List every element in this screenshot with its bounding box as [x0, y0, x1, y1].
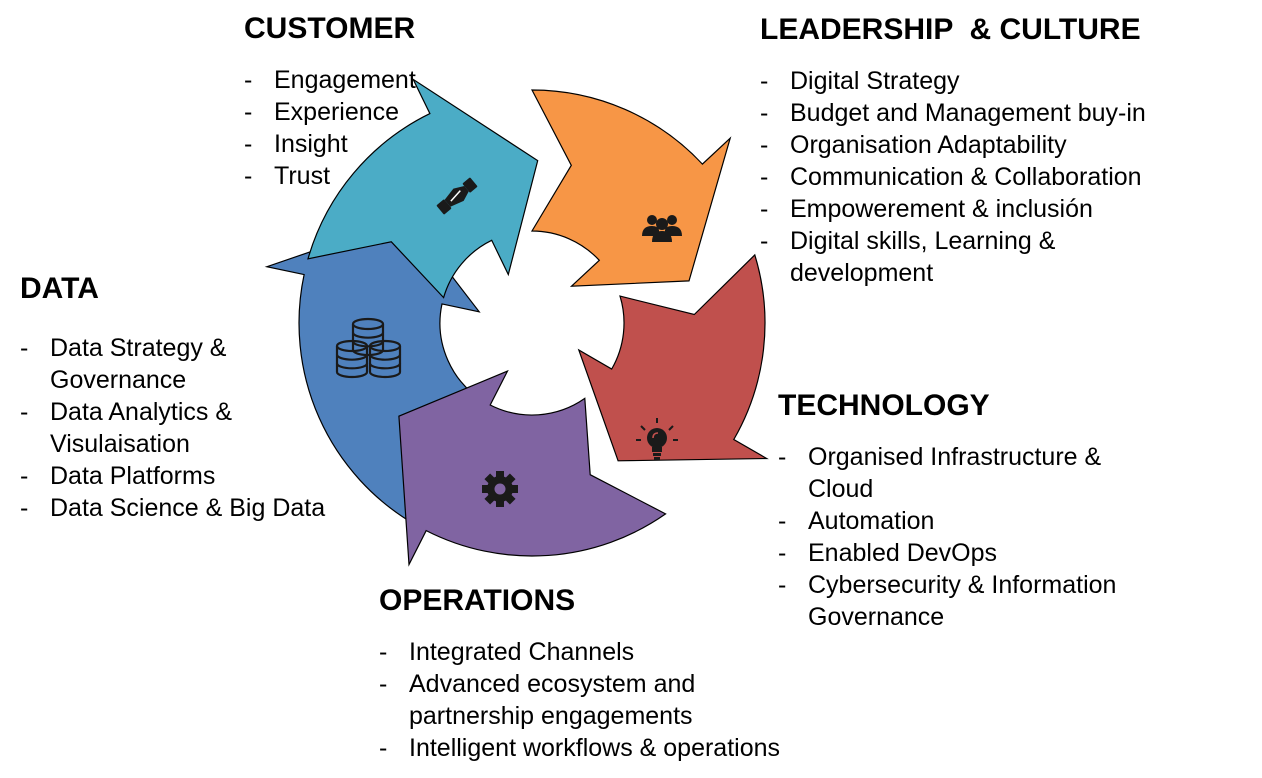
bullet-dash: -	[760, 131, 769, 159]
technology-item-text: Enabled DevOps	[808, 539, 998, 567]
leadership-item: -Digital Strategy	[760, 65, 1146, 97]
bullet-dash: -	[20, 462, 29, 490]
data-list: -Data Strategy &Governance-Data Analytic…	[20, 332, 325, 524]
leadership-list: -Digital Strategy-Budget and Management …	[760, 65, 1146, 289]
bullet-dash: -	[778, 507, 787, 535]
customer-item-text: Engagement	[274, 66, 416, 94]
operations-item: -Integrated Channels	[379, 636, 780, 668]
technology-list: -Organised Infrastructure &Cloud-Automat…	[778, 441, 1116, 633]
customer-arrow	[307, 77, 539, 299]
operations-heading: OPERATIONS	[379, 584, 576, 617]
technology-item: -Automation	[778, 505, 1116, 537]
leadership-section: LEADERSHIP & CULTURE -Digital Strategy-B…	[760, 13, 1146, 289]
bullet-dash: -	[760, 99, 769, 127]
bullet-dash: -	[778, 443, 787, 471]
bullet-dash: -	[20, 334, 29, 362]
bullet-dash: -	[244, 98, 253, 126]
bullet-dash: -	[760, 227, 769, 255]
leadership-item-text: Communication & Collaboration	[790, 163, 1142, 191]
data-item-text: Data Strategy &Governance	[50, 334, 227, 394]
bullet-dash: -	[379, 734, 388, 762]
customer-item-text: Insight	[274, 130, 348, 158]
database-stack-icon	[335, 317, 402, 379]
operations-item-text: Intelligent workflows & operations	[409, 734, 781, 762]
leadership-item-text: Organisation Adaptability	[790, 131, 1067, 159]
bullet-dash: -	[20, 494, 29, 522]
bullet-dash: -	[778, 571, 787, 599]
leadership-item-text: Digital skills, Learning &development	[790, 227, 1056, 287]
leadership-item-text: Digital Strategy	[790, 67, 960, 95]
technology-heading: TECHNOLOGY	[778, 389, 990, 422]
data-item: -Data Analytics &Visulaisation	[20, 396, 325, 460]
data-arrow	[264, 217, 488, 526]
bullet-dash: -	[379, 638, 388, 666]
bullet-dash: -	[244, 162, 253, 190]
customer-item: -Experience	[244, 96, 416, 128]
bullet-dash: -	[379, 670, 388, 698]
data-section: DATA -Data Strategy &Governance-Data Ana…	[20, 272, 325, 524]
handshake-icon	[436, 177, 478, 215]
technology-arrow	[577, 253, 769, 462]
bullet-dash: -	[778, 539, 787, 567]
leadership-item: -Digital skills, Learning &development	[760, 225, 1146, 289]
technology-section: TECHNOLOGY -Organised Infrastructure &Cl…	[778, 389, 1116, 633]
customer-item-text: Trust	[274, 162, 331, 190]
lightbulb-icon	[636, 418, 678, 460]
customer-item: -Insight	[244, 128, 416, 160]
bullet-dash: -	[244, 66, 253, 94]
operations-item: -Intelligent workflows & operations	[379, 732, 780, 764]
data-item-text: Data Analytics &Visulaisation	[50, 398, 233, 458]
data-item: -Data Platforms	[20, 460, 325, 492]
technology-item: -Organised Infrastructure &Cloud	[778, 441, 1116, 505]
leadership-item: -Organisation Adaptability	[760, 129, 1146, 161]
leadership-arrow	[530, 89, 732, 287]
data-item-text: Data Science & Big Data	[50, 494, 326, 522]
bullet-dash: -	[760, 163, 769, 191]
data-item-text: Data Platforms	[50, 462, 216, 490]
customer-heading: CUSTOMER	[244, 12, 416, 45]
leadership-item: -Budget and Management buy-in	[760, 97, 1146, 129]
technology-item-text: Automation	[808, 507, 935, 535]
leadership-item: -Empowerement & inclusión	[760, 193, 1146, 225]
bullet-dash: -	[20, 398, 29, 426]
leadership-item-text: Budget and Management buy-in	[790, 99, 1146, 127]
bullet-dash: -	[760, 67, 769, 95]
technology-item-text: Organised Infrastructure &Cloud	[808, 443, 1102, 503]
technology-item: -Enabled DevOps	[778, 537, 1116, 569]
operations-list: -Integrated Channels-Advanced ecosystem …	[379, 636, 780, 764]
leadership-heading: LEADERSHIP & CULTURE	[760, 13, 1141, 46]
bullet-dash: -	[760, 195, 769, 223]
leadership-item-text: Empowerement & inclusión	[790, 195, 1093, 223]
data-item: -Data Science & Big Data	[20, 492, 325, 524]
gear-icon	[482, 471, 518, 507]
data-heading: DATA	[20, 272, 99, 305]
customer-item: -Trust	[244, 160, 416, 192]
customer-section: CUSTOMER -Engagement-Experience-Insight-…	[244, 12, 416, 192]
operations-item-text: Integrated Channels	[409, 638, 635, 666]
operations-arrow	[398, 369, 667, 567]
people-group-icon	[642, 215, 682, 242]
data-item: -Data Strategy &Governance	[20, 332, 325, 396]
leadership-item: -Communication & Collaboration	[760, 161, 1146, 193]
bullet-dash: -	[244, 130, 253, 158]
operations-section: OPERATIONS -Integrated Channels-Advanced…	[379, 584, 780, 764]
customer-item-text: Experience	[274, 98, 400, 126]
customer-item: -Engagement	[244, 64, 416, 96]
customer-list: -Engagement-Experience-Insight-Trust	[244, 64, 416, 192]
